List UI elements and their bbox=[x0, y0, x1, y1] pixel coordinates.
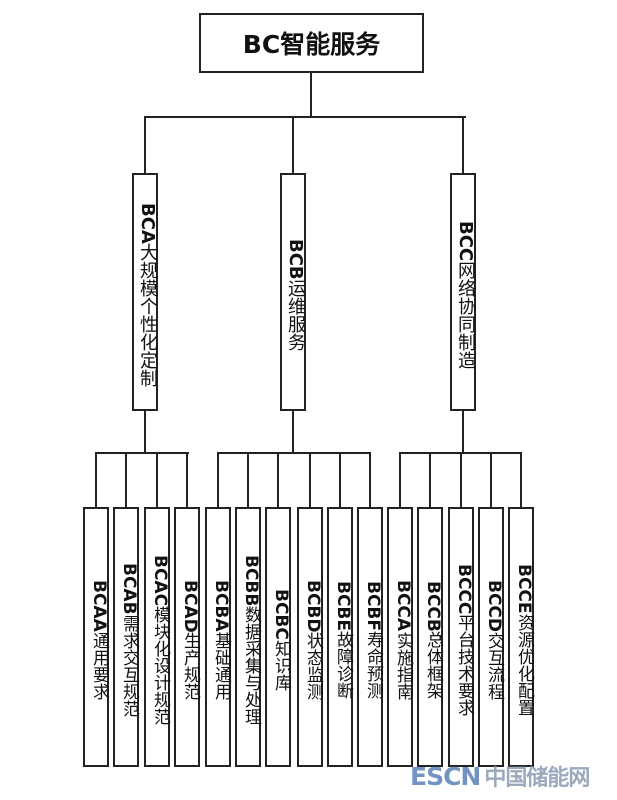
connector bbox=[95, 452, 189, 454]
connector bbox=[277, 452, 279, 508]
branch-code: BCA bbox=[137, 202, 158, 244]
leaf-code: BCBC bbox=[271, 589, 291, 640]
connector bbox=[369, 452, 371, 508]
leaf-label: 知识库 bbox=[271, 639, 291, 691]
root-label: BC智能服务 bbox=[242, 30, 381, 59]
branch-label: 运维服务 bbox=[285, 279, 306, 352]
connector bbox=[309, 452, 311, 508]
leaf-label: 数据采集与处理 bbox=[241, 606, 261, 726]
leaf-label: 平台技术要求 bbox=[454, 614, 474, 717]
leaf-label: 状态监测 bbox=[303, 632, 323, 701]
leaf-code: BCCC bbox=[454, 563, 474, 615]
connector bbox=[399, 452, 401, 508]
leaf-code: BCCA bbox=[393, 580, 413, 632]
leaf-code: BCBB bbox=[241, 554, 261, 607]
connector bbox=[217, 452, 370, 454]
leaf-code: BCAB bbox=[119, 563, 139, 615]
leaf-code: BCAC bbox=[150, 554, 170, 607]
branch-label: 网络协同制造 bbox=[455, 261, 476, 370]
leaf-label: 基础通用 bbox=[211, 631, 231, 700]
leaf-label: 实施指南 bbox=[393, 631, 413, 700]
connector bbox=[520, 452, 522, 508]
connector bbox=[217, 452, 219, 508]
leaf-code: BCCB bbox=[423, 580, 443, 632]
leaf-label: 寿命预测 bbox=[363, 631, 383, 699]
connector bbox=[429, 452, 431, 508]
leaf-label: 资源优化配置 bbox=[514, 613, 534, 716]
root-node: BC智能服务 bbox=[199, 13, 424, 73]
leaf-label: 生产规范 bbox=[180, 632, 200, 701]
watermark-site: 中国储能网 bbox=[484, 766, 590, 791]
leaf-code: BCBA bbox=[211, 580, 231, 632]
connector bbox=[186, 452, 188, 508]
branch-label: 大规模个性化定制 bbox=[137, 243, 158, 388]
connector bbox=[292, 411, 294, 453]
leaf-code: BCBD bbox=[303, 579, 323, 633]
leaf-code: BCCE bbox=[514, 564, 534, 614]
leaf-code: BCAD bbox=[180, 579, 200, 633]
leaf-label: 总体框架 bbox=[423, 631, 443, 700]
leaf-code: BCAA bbox=[89, 580, 109, 632]
connector bbox=[490, 452, 492, 508]
leaf-code: BCCD bbox=[484, 579, 504, 633]
connector bbox=[247, 452, 249, 508]
connector bbox=[125, 452, 127, 508]
connector bbox=[310, 73, 312, 118]
connector bbox=[292, 116, 294, 173]
connector bbox=[339, 452, 341, 508]
connector bbox=[144, 116, 466, 118]
connector bbox=[462, 411, 464, 453]
connector bbox=[156, 452, 158, 508]
leaf-label: 模块化设计规范 bbox=[150, 606, 170, 726]
leaf-code: BCBF bbox=[363, 580, 383, 631]
connector bbox=[462, 116, 464, 173]
watermark-brand: ESCN bbox=[410, 762, 481, 791]
branch-code: BCB bbox=[285, 238, 306, 280]
leaf-label: 故障诊断 bbox=[333, 631, 353, 699]
connector bbox=[460, 452, 462, 508]
leaf-code: BCBE bbox=[333, 580, 353, 631]
leaf-label: 交互流程 bbox=[484, 632, 504, 701]
connector bbox=[144, 116, 146, 173]
leaf-label: 通用要求 bbox=[89, 631, 109, 700]
branch-code: BCC bbox=[455, 220, 476, 262]
leaf-label: 需求交互规范 bbox=[119, 614, 139, 717]
connector bbox=[144, 411, 146, 453]
connector bbox=[95, 452, 97, 508]
